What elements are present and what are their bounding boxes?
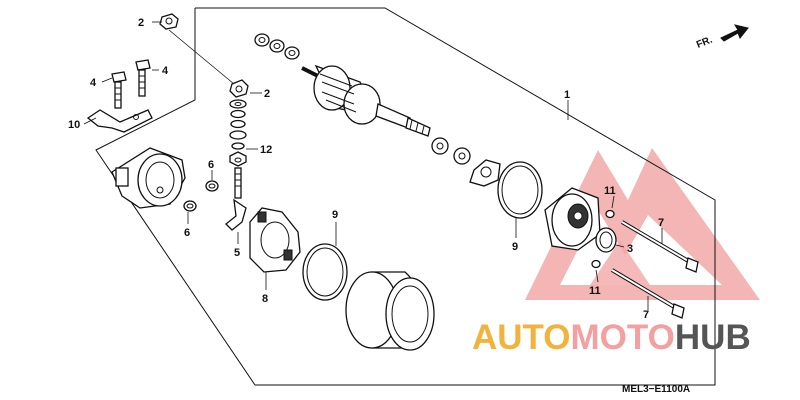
- callout-label: 9: [332, 209, 338, 221]
- o-ring-upper: [205, 180, 219, 192]
- watermark-text-right: HUB: [675, 318, 751, 357]
- part-callouts: 2 4 4 2 10 12 6 6 5 8 9 9 1 11 3 11 7 7: [68, 17, 664, 321]
- callout-label: 7: [658, 217, 664, 229]
- through-bolt-upper: [620, 220, 699, 273]
- o-ring-gasket-left: [302, 243, 348, 301]
- bracket-part: [86, 109, 153, 133]
- callout-label: 2: [138, 17, 144, 29]
- o-ring-lower: [183, 200, 197, 212]
- watermark-text: AUTOMOTOHUB: [472, 318, 751, 357]
- callout-label: 12: [260, 144, 272, 156]
- motor-case-yoke: [345, 271, 435, 351]
- through-bolt-lower: [610, 268, 685, 319]
- callout-label: 10: [68, 119, 80, 131]
- watermark-text-left: AUTO: [472, 318, 571, 357]
- rear-cover-part: [544, 187, 601, 251]
- front-direction-label: FR.: [695, 34, 714, 50]
- callout-label: 11: [604, 185, 616, 197]
- front-cover-housing: [111, 147, 186, 209]
- callout-label: 6: [184, 227, 190, 239]
- callout-label: 1: [564, 89, 570, 101]
- callout-label: 4: [162, 65, 169, 77]
- armature-shim-washers: [254, 33, 300, 60]
- callout-label: 11: [589, 285, 601, 297]
- bolt-part-left: [111, 71, 127, 109]
- watermark-text-middle: MOTO: [571, 318, 675, 357]
- small-o-ring-upper: [605, 209, 615, 219]
- callout-label: 5: [234, 247, 240, 259]
- bolt-part-right: [135, 59, 151, 97]
- brush-holder-part: [249, 207, 301, 273]
- callout-label: 6: [208, 159, 214, 171]
- callout-label: 4: [90, 77, 97, 89]
- o-ring-gasket-right: [497, 161, 543, 219]
- diagram-code: MEL3−E1100A: [622, 384, 690, 395]
- seal-ring-part: [595, 227, 617, 253]
- callout-label: 2: [264, 88, 270, 100]
- terminal-washer-stack: [225, 79, 249, 231]
- nut-part: [159, 13, 179, 30]
- watermark-triangle-logo: [525, 148, 760, 300]
- small-o-ring-lower: [591, 259, 601, 269]
- assembly-frame: [95, 7, 716, 386]
- callout-label: 9: [512, 241, 518, 253]
- callout-label: 7: [643, 309, 649, 321]
- watermark-wordmark: AUTOMOTOHUB: [472, 318, 751, 357]
- armature-part: [301, 64, 431, 137]
- callout-label: 8: [262, 293, 268, 305]
- leader-lines: [83, 21, 663, 310]
- shaft-washers: [431, 137, 501, 187]
- front-arrow-icon: [720, 24, 749, 42]
- front-direction-indicator: FR.: [695, 24, 749, 51]
- callout-label: 3: [627, 243, 633, 255]
